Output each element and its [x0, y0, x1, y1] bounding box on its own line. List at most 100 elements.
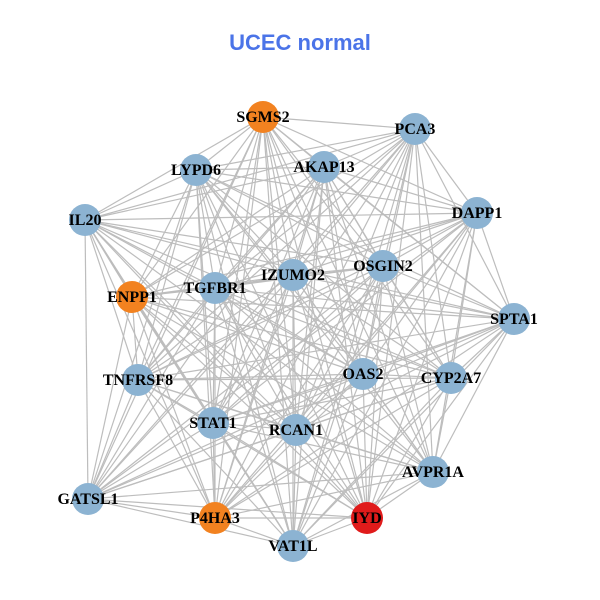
edge-OSGIN2-P4HA3 [214, 265, 384, 519]
node-label-SGMS2: SGMS2 [236, 109, 289, 126]
edge-STAT1-AVPR1A [212, 422, 434, 473]
node-label-CYP2A7: CYP2A7 [421, 370, 481, 387]
node-label-OAS2: OAS2 [343, 366, 384, 383]
edge-RCAN1-GATSL1 [87, 429, 297, 500]
edge-TGFBR1-AVPR1A [214, 287, 434, 473]
edge-LYPD6-AKAP13 [195, 166, 325, 171]
node-label-IYD: IYD [352, 510, 381, 527]
edge-LYPD6-DAPP1 [195, 169, 478, 214]
edge-AKAP13-DAPP1 [323, 166, 478, 214]
edge-AKAP13-ENPP1 [131, 166, 325, 298]
node-TNFRSF8 [122, 364, 154, 396]
edge-DAPP1-AVPR1A [432, 212, 478, 473]
edge-DAPP1-ENPP1 [131, 212, 478, 298]
edge-LYPD6-SPTA1 [195, 169, 515, 320]
edge-OAS2-P4HA3 [214, 373, 364, 519]
node-OSGIN2 [367, 250, 399, 282]
edge-LYPD6-IL20 [84, 169, 197, 221]
node-label-PCA3: PCA3 [395, 121, 436, 138]
nodes-layer [69, 101, 530, 562]
edge-PCA3-LYPD6 [195, 128, 416, 171]
edge-IL20-AVPR1A [84, 219, 434, 473]
edge-IL20-CYP2A7 [84, 219, 452, 379]
edge-TGFBR1-RCAN1 [214, 287, 297, 431]
edge-LYPD6-ENPP1 [131, 169, 197, 298]
edge-DAPP1-RCAN1 [295, 212, 478, 431]
edge-SGMS2-PCA3 [262, 116, 416, 130]
edge-RCAN1-P4HA3 [214, 429, 297, 519]
edge-STAT1-VAT1L [212, 422, 294, 547]
node-VAT1L [277, 530, 309, 562]
edge-IL20-OSGIN2 [84, 219, 384, 267]
edge-ENPP1-SPTA1 [131, 296, 515, 320]
node-GATSL1 [72, 483, 104, 515]
edge-RCAN1-IYD [295, 429, 368, 519]
edge-AKAP13-IYD [323, 166, 368, 519]
edge-OSGIN2-VAT1L [292, 265, 384, 547]
edge-OAS2-IYD [362, 373, 368, 519]
edge-TNFRSF8-GATSL1 [87, 379, 139, 500]
edge-SPTA1-IYD [366, 318, 515, 519]
edge-OSGIN2-CYP2A7 [382, 265, 452, 379]
node-label-TNFRSF8: TNFRSF8 [103, 372, 173, 389]
edge-IZUMO2-SPTA1 [292, 274, 515, 320]
node-label-GATSL1: GATSL1 [57, 491, 118, 508]
edge-DAPP1-IZUMO2 [292, 212, 478, 276]
edge-IL20-RCAN1 [84, 219, 297, 431]
edge-LYPD6-TGFBR1 [195, 169, 216, 289]
edge-IL20-DAPP1 [84, 212, 478, 221]
edge-SPTA1-GATSL1 [87, 318, 515, 500]
edge-LYPD6-TNFRSF8 [137, 169, 197, 381]
node-LYPD6 [180, 154, 212, 186]
chart-title: UCEC normal [229, 30, 371, 55]
edge-LYPD6-P4HA3 [195, 169, 216, 519]
edge-PCA3-SPTA1 [414, 128, 515, 320]
edge-ENPP1-RCAN1 [131, 296, 297, 431]
node-DAPP1 [461, 197, 493, 229]
edge-PCA3-IL20 [84, 128, 416, 221]
node-label-LYPD6: LYPD6 [171, 162, 221, 179]
node-AKAP13 [308, 151, 340, 183]
node-IL20 [69, 204, 101, 236]
edge-STAT1-GATSL1 [87, 422, 214, 500]
node-label-AVPR1A: AVPR1A [402, 464, 464, 481]
edge-LYPD6-OSGIN2 [195, 169, 384, 267]
node-label-AKAP13: AKAP13 [293, 159, 354, 176]
node-label-OSGIN2: OSGIN2 [353, 258, 413, 275]
node-label-IL20: IL20 [69, 212, 102, 229]
edges-layer [84, 116, 515, 547]
edge-RCAN1-VAT1L [292, 429, 297, 547]
edge-CYP2A7-IYD [366, 377, 452, 519]
node-label-SPTA1: SPTA1 [490, 311, 538, 328]
edge-OSGIN2-SPTA1 [382, 265, 515, 320]
edge-GATSL1-VAT1L [87, 498, 294, 547]
node-ENPP1 [116, 281, 148, 313]
edge-OAS2-STAT1 [212, 373, 364, 424]
node-label-DAPP1: DAPP1 [452, 205, 503, 222]
edge-AKAP13-STAT1 [212, 166, 325, 424]
edge-IZUMO2-CYP2A7 [292, 274, 452, 379]
edge-DAPP1-SPTA1 [476, 212, 515, 320]
node-label-P4HA3: P4HA3 [190, 510, 240, 527]
edge-OSGIN2-STAT1 [212, 265, 384, 424]
edge-ENPP1-GATSL1 [87, 296, 133, 500]
edge-DAPP1-VAT1L [292, 212, 478, 547]
node-label-RCAN1: RCAN1 [269, 422, 323, 439]
edge-OAS2-AVPR1A [362, 373, 434, 473]
edge-SGMS2-P4HA3 [214, 116, 264, 519]
edge-TNFRSF8-OAS2 [137, 373, 364, 381]
edge-IZUMO2-STAT1 [212, 274, 294, 424]
edge-GATSL1-P4HA3 [87, 498, 216, 519]
edge-SPTA1-AVPR1A [432, 318, 515, 473]
node-SPTA1 [498, 303, 530, 335]
edge-STAT1-IYD [212, 422, 368, 519]
edge-TNFRSF8-CYP2A7 [137, 377, 452, 381]
edge-PCA3-VAT1L [292, 128, 416, 547]
node-CYP2A7 [435, 362, 467, 394]
node-label-VAT1L: VAT1L [268, 538, 317, 555]
edge-PCA3-IZUMO2 [292, 128, 416, 276]
edge-RCAN1-AVPR1A [295, 429, 434, 473]
